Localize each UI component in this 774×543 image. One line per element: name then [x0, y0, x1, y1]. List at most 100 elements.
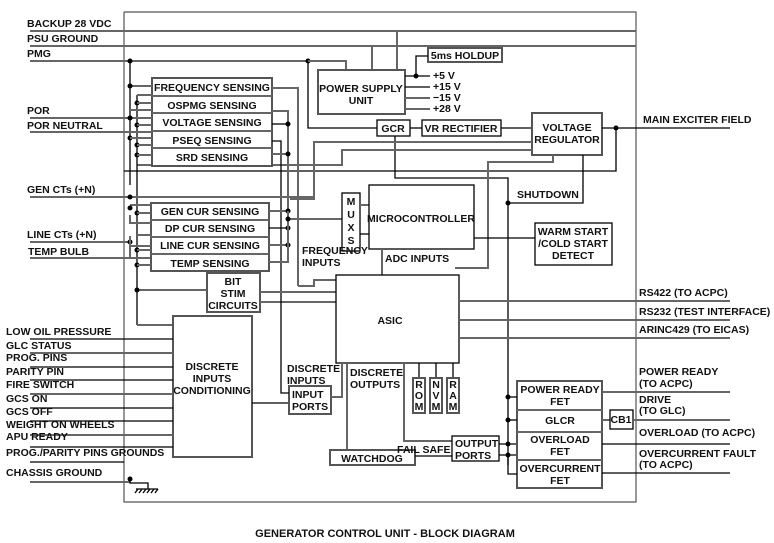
bit-stim-label-2: STIM: [220, 288, 245, 300]
junction: [127, 205, 133, 211]
wire: [272, 110, 289, 232]
microcontroller-label: MICROCONTROLLER: [367, 213, 475, 225]
wire: [269, 211, 289, 263]
muxs-letter: X: [347, 222, 354, 234]
discrete-input-label: PARITY PIN: [6, 366, 64, 378]
vr-label-1: VOLTAGE: [542, 122, 591, 134]
discrete-input-label: PROG. PINS: [6, 352, 67, 364]
overcurrent-out-1: OVERCURRENT FAULT: [639, 448, 757, 460]
discrete-inputs-label-2: INPUTS: [287, 375, 326, 387]
discrete-input-label: APU READY: [6, 431, 68, 443]
gcr-label: GCR: [381, 123, 405, 135]
input-temp-bulb: TEMP BULB: [28, 246, 89, 258]
warm-start-label-3: DETECT: [552, 250, 595, 262]
dp-cur-sensing-label: DP CUR SENSING: [165, 223, 255, 235]
shutdown-label: SHUTDOWN: [517, 189, 579, 201]
wire-ground: [129, 477, 149, 489]
output-ports-box: [451, 435, 500, 462]
junction: [127, 83, 133, 89]
wire: [331, 363, 343, 398]
junction: [127, 194, 133, 200]
rs232-label: RS232 (TEST INTERFACE): [639, 306, 770, 318]
rs422-label: RS422 (TO ACPC): [639, 287, 728, 299]
srd-sensing-label: SRD SENSING: [176, 152, 248, 164]
power-supply-unit-box: [317, 69, 406, 115]
junction: [127, 115, 133, 121]
warm-start-label-2: /COLD START: [538, 238, 608, 250]
power-ready-fet-label-2: FET: [550, 396, 570, 408]
discrete-inputs-conditioning-box: [172, 315, 253, 458]
muxs-letter: S: [347, 235, 354, 247]
rail-5v: +5 V: [433, 70, 455, 82]
fail-safe-label: FAIL SAFE: [397, 444, 450, 456]
power-ready-out-1: POWER READY: [639, 366, 718, 378]
psu-label-2: UNIT: [349, 95, 374, 107]
vr-rectifier-label: VR RECTIFIER: [425, 123, 498, 135]
input-psu-ground: PSU GROUND: [27, 33, 99, 45]
overload-out: OVERLOAD (TO ACPC): [639, 427, 755, 439]
junction: [285, 151, 291, 157]
memory-letter: A: [449, 390, 457, 402]
wire: [507, 455, 517, 475]
wire-shutdown: [508, 155, 584, 204]
wire: [290, 141, 532, 200]
overload-fet-label-1: OVERLOAD: [530, 434, 590, 446]
fet-stack-box: [516, 380, 603, 489]
wire-gcr-shutdown: [394, 136, 509, 465]
discrete-outputs-label-1: DISCRETE: [350, 367, 403, 379]
voltage-sensing-label: VOLTAGE SENSING: [162, 117, 261, 129]
frequency-inputs-label-2: INPUTS: [302, 257, 341, 269]
input-gen-cts: GEN CTs (+N): [27, 184, 95, 196]
holdup-wire: [415, 55, 428, 76]
memory-letter: M: [449, 401, 458, 413]
overcurrent-fet-label-2: FET: [550, 475, 570, 487]
overcurrent-out-2: (TO ACPC): [639, 459, 693, 471]
muxs-box: [341, 192, 361, 252]
dic-label-1: DISCRETE: [185, 361, 238, 373]
discrete-input-wires: [30, 338, 173, 483]
watchdog-box: [329, 449, 416, 466]
memory-letter: R: [449, 379, 457, 391]
input-pmg: PMG: [27, 48, 51, 60]
memory-letter: M: [415, 401, 424, 413]
discrete-input-label: GLC STATUS: [6, 340, 72, 352]
junction: [127, 476, 133, 482]
ground-symbol-icon: [134, 488, 159, 494]
wire-pmg-psu: [308, 60, 347, 70]
wire-frequency: [272, 87, 299, 286]
frequency-sensing-label: FREQUENCY SENSING: [154, 82, 270, 94]
wire: [129, 215, 151, 224]
discrete-input-label: GCS OFF: [6, 406, 53, 418]
input-backup-28vdc: BACKUP 28 VDC: [27, 18, 112, 30]
memory-letter: M: [432, 401, 441, 413]
bit-stim-box: [206, 272, 261, 313]
wire: [272, 140, 282, 300]
asic-label: ASIC: [377, 315, 403, 327]
line-cur-sensing-label: LINE CUR SENSING: [160, 240, 260, 252]
dic-label-3: CONDITIONING: [173, 385, 251, 397]
warm-start-box: [534, 222, 613, 266]
input-ports-box: [288, 385, 332, 415]
temp-sensing-label: TEMP SENSING: [170, 258, 249, 270]
gen-cur-sensing-label: GEN CUR SENSING: [161, 206, 260, 218]
diagram-title: GENERATOR CONTROL UNIT - BLOCK DIAGRAM: [255, 528, 515, 540]
microcontroller-box: [368, 184, 475, 250]
input-por: POR: [27, 105, 50, 117]
rail-15v: +15 V: [433, 81, 461, 93]
junction: [413, 73, 419, 79]
discrete-input-label: PROG./PARITY PINS GROUNDS: [6, 447, 164, 459]
discrete-input-label: WEIGHT ON WHEELS: [6, 419, 115, 431]
bit-stim-label-1: BIT: [225, 276, 243, 288]
adc-inputs-label: ADC INPUTS: [385, 253, 449, 265]
memory-letter: O: [415, 390, 423, 402]
overload-fet-label-2: FET: [550, 446, 570, 458]
rail-neg15v: −15 V: [433, 92, 461, 104]
watchdog-label: WATCHDOG: [341, 453, 403, 465]
holdup-label: 5ms HOLDUP: [431, 50, 499, 62]
psu-label-1: POWER SUPPLY: [319, 83, 403, 95]
junction: [134, 287, 140, 293]
memory-letter: V: [432, 390, 439, 402]
